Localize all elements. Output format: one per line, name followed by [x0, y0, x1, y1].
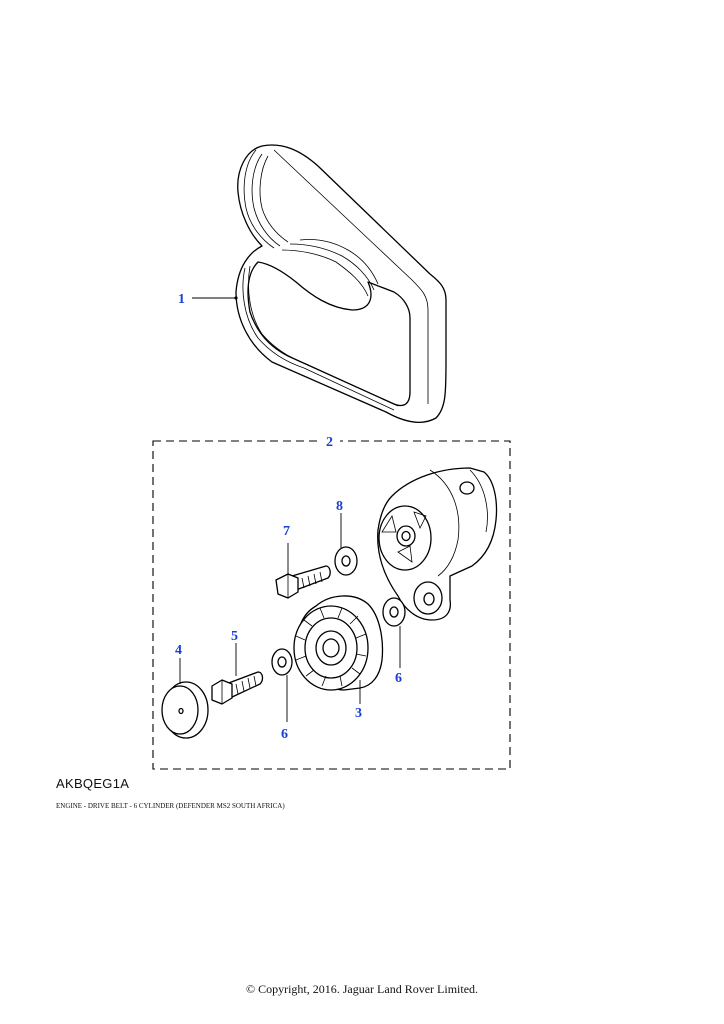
bolt-5: [211, 671, 264, 705]
callout-2-bg: [322, 432, 340, 448]
callout-8: 8: [336, 499, 343, 514]
drive-belt: [235, 144, 447, 423]
callout-6-right: 6: [395, 671, 402, 686]
callout-1: 1: [178, 292, 185, 307]
washer-6-lower: [271, 648, 293, 676]
belt-tensioner: [377, 467, 498, 621]
bolt-7: [275, 565, 331, 599]
diagram-caption: ENGINE - DRIVE BELT - 6 CYLINDER (DEFEND…: [56, 802, 285, 810]
callout-7: 7: [283, 524, 290, 539]
washer-8: [334, 546, 358, 576]
callout-2: 2: [326, 435, 333, 450]
washer-6-right: [382, 597, 406, 627]
callout-3: 3: [355, 706, 362, 721]
callout-5: 5: [231, 629, 238, 644]
callout-4: 4: [175, 643, 182, 658]
kit-boundary: [152, 440, 511, 770]
idler-pulley: [293, 595, 384, 691]
copyright-notice: © Copyright, 2016. Jaguar Land Rover Lim…: [245, 982, 479, 996]
leader-1-dot: [234, 296, 238, 300]
illustration-code: AKBQEG1A: [56, 776, 130, 791]
callout-6-lower: 6: [281, 727, 288, 742]
dust-cap-4: [161, 681, 209, 739]
